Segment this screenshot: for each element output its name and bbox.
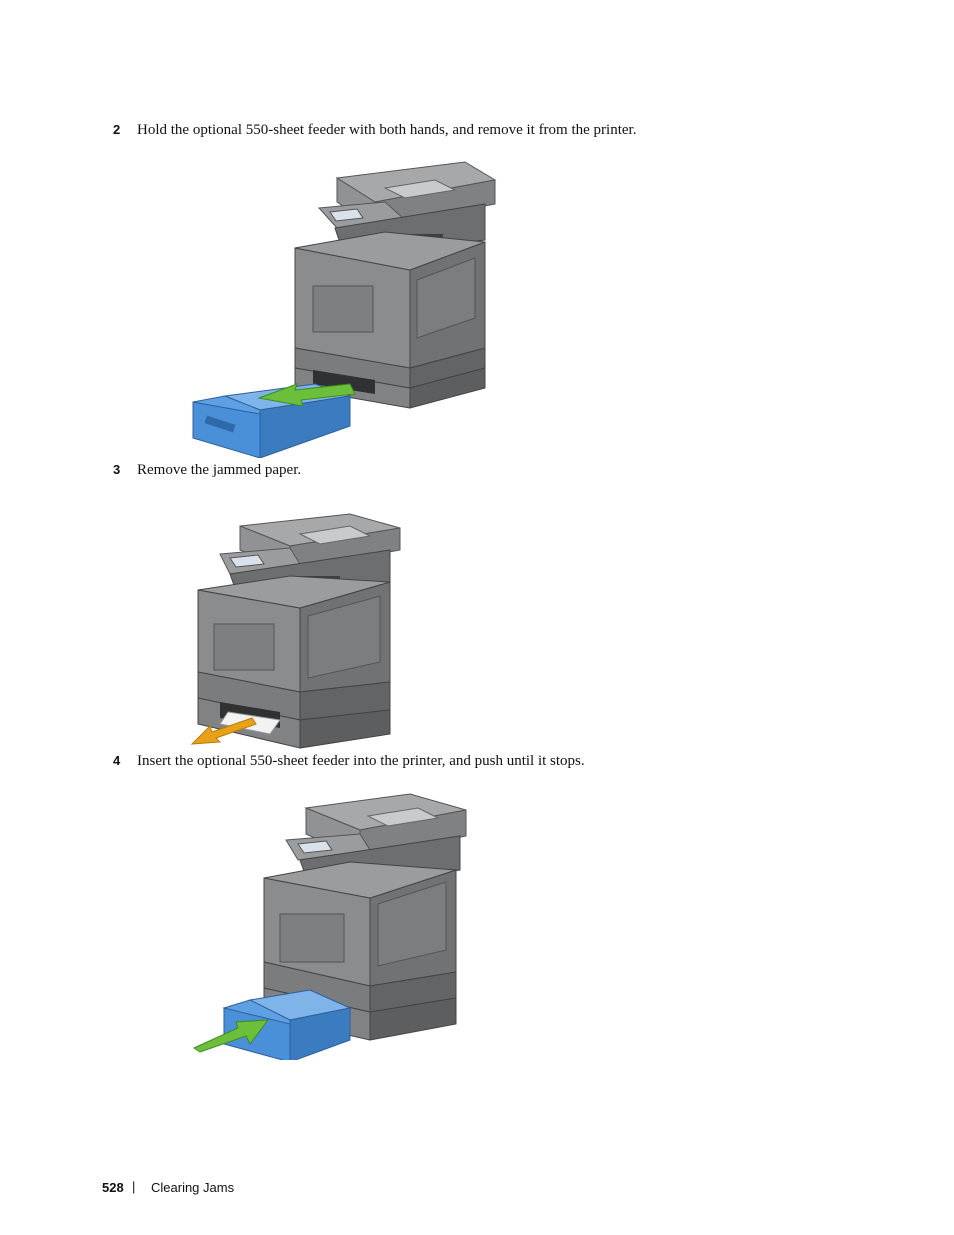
printer-insert-feeder-illustration [192, 793, 467, 1060]
step-text: Hold the optional 550-sheet feeder with … [137, 122, 637, 138]
printer-remove-jammed-paper-illustration [190, 513, 401, 749]
printer-remove-feeder-illustration [192, 161, 497, 458]
step-text: Remove the jammed paper. [137, 462, 302, 478]
page-number: 528 [102, 1180, 124, 1195]
section-title: Clearing Jams [151, 1180, 235, 1195]
step-number: 3 [113, 462, 121, 477]
step-text: Insert the optional 550-sheet feeder int… [137, 753, 585, 769]
footer-separator: | [132, 1179, 136, 1194]
step-number: 2 [113, 122, 121, 137]
step-number: 4 [113, 753, 121, 768]
